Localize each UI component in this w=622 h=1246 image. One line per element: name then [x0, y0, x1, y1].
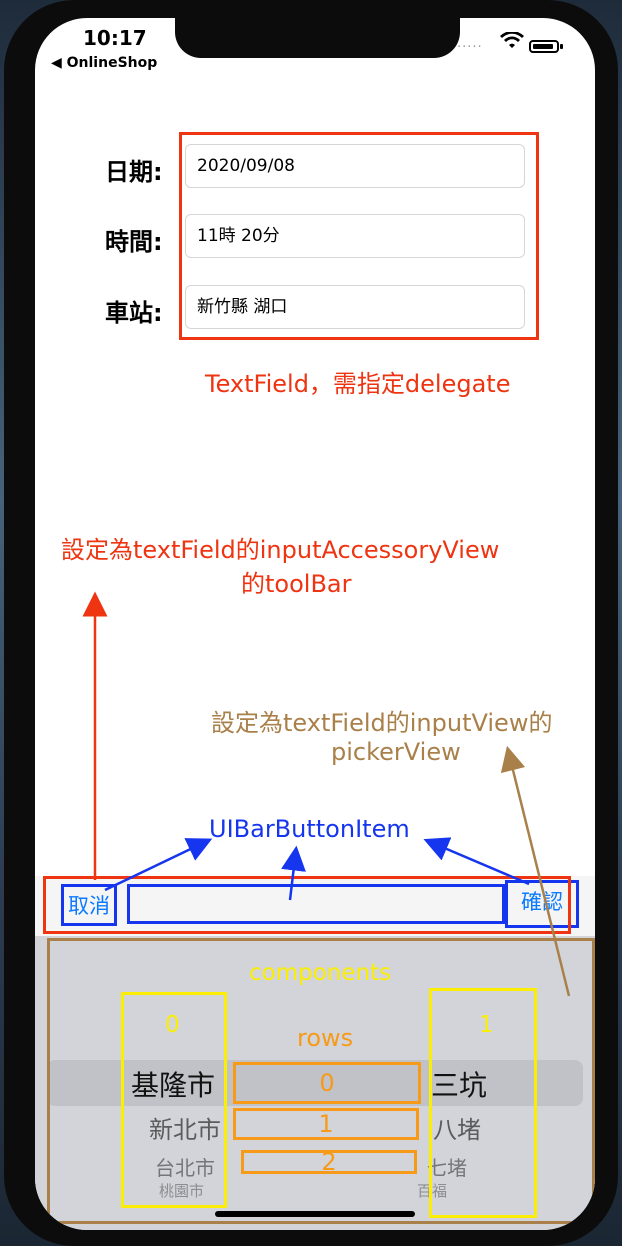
picker-district-row[interactable]: 八堵	[433, 1116, 481, 1144]
row-2-annotation-box: 2	[241, 1150, 417, 1174]
toolbar-annotation-line2: 的toolBar	[241, 570, 352, 598]
cellular-signal-icon: ·····	[457, 40, 483, 55]
space-arrow	[281, 845, 306, 901]
picker-annotation-line2: pickerView	[331, 738, 461, 766]
home-indicator	[215, 1211, 415, 1217]
picker-annotation-box	[47, 938, 595, 1224]
wifi-icon	[500, 31, 524, 55]
rows-annotation-text: rows	[297, 1024, 354, 1052]
picker-city-row[interactable]: 台北市	[155, 1156, 215, 1180]
barbutton-annotation-text: UIBarButtonItem	[209, 815, 410, 843]
confirm-arrow	[423, 837, 530, 886]
row-1-annotation-box: 1	[233, 1108, 419, 1140]
phone-frame: 10:17 ◀ OnlineShop ····· 日期: 2020/09/08 …	[4, 0, 618, 1246]
picker-city-row[interactable]: 桃園市	[159, 1182, 205, 1200]
time-label: 時間:	[105, 228, 163, 256]
battery-icon	[529, 40, 559, 53]
component-0-label: 0	[165, 1012, 180, 1038]
components-annotation-text: components	[249, 960, 392, 986]
picker-district-row-selected[interactable]: 三坑	[431, 1069, 488, 1102]
station-label: 車站:	[105, 299, 163, 327]
station-field[interactable]: 新竹縣 湖口	[185, 285, 525, 329]
picker-district-row[interactable]: 七堵	[427, 1156, 467, 1180]
row-0-annotation-box: 0	[233, 1062, 421, 1104]
component-1-annotation-box	[429, 988, 537, 1218]
date-field[interactable]: 2020/09/08	[185, 144, 525, 188]
picker-annotation-line1: 設定為textField的inputView的	[211, 709, 553, 737]
flexible-space-item	[127, 884, 505, 924]
back-to-app-link[interactable]: ◀ OnlineShop	[51, 55, 158, 71]
picker-city-row[interactable]: 新北市	[149, 1116, 221, 1144]
time-field[interactable]: 11時 20分	[185, 214, 525, 258]
toolbar-annotation-box	[43, 876, 571, 934]
status-time: 10:17	[83, 26, 147, 50]
date-label: 日期:	[105, 158, 163, 186]
annotation-arrows	[82, 591, 571, 997]
notch	[175, 18, 460, 58]
picker-arrow	[500, 745, 571, 997]
cancel-button[interactable]: 取消	[61, 884, 117, 926]
phone-screen: 10:17 ◀ OnlineShop ····· 日期: 2020/09/08 …	[35, 18, 595, 1230]
toolbar-annotation-line1: 設定為textField的inputAccessoryView	[61, 536, 500, 564]
component-1-label: 1	[479, 1012, 494, 1038]
battery-tip	[560, 44, 563, 49]
picker-city-row-selected[interactable]: 基隆市	[131, 1069, 216, 1102]
component-0-annotation-box	[121, 992, 227, 1208]
textfield-annotation-box	[179, 132, 539, 340]
cancel-arrow	[104, 838, 213, 892]
picker-district-row[interactable]: 百福	[417, 1182, 448, 1200]
picker-selection-indicator	[47, 1060, 583, 1106]
textfield-annotation-text: TextField，需指定delegate	[205, 370, 511, 398]
confirm-button[interactable]: 確認	[505, 880, 579, 928]
